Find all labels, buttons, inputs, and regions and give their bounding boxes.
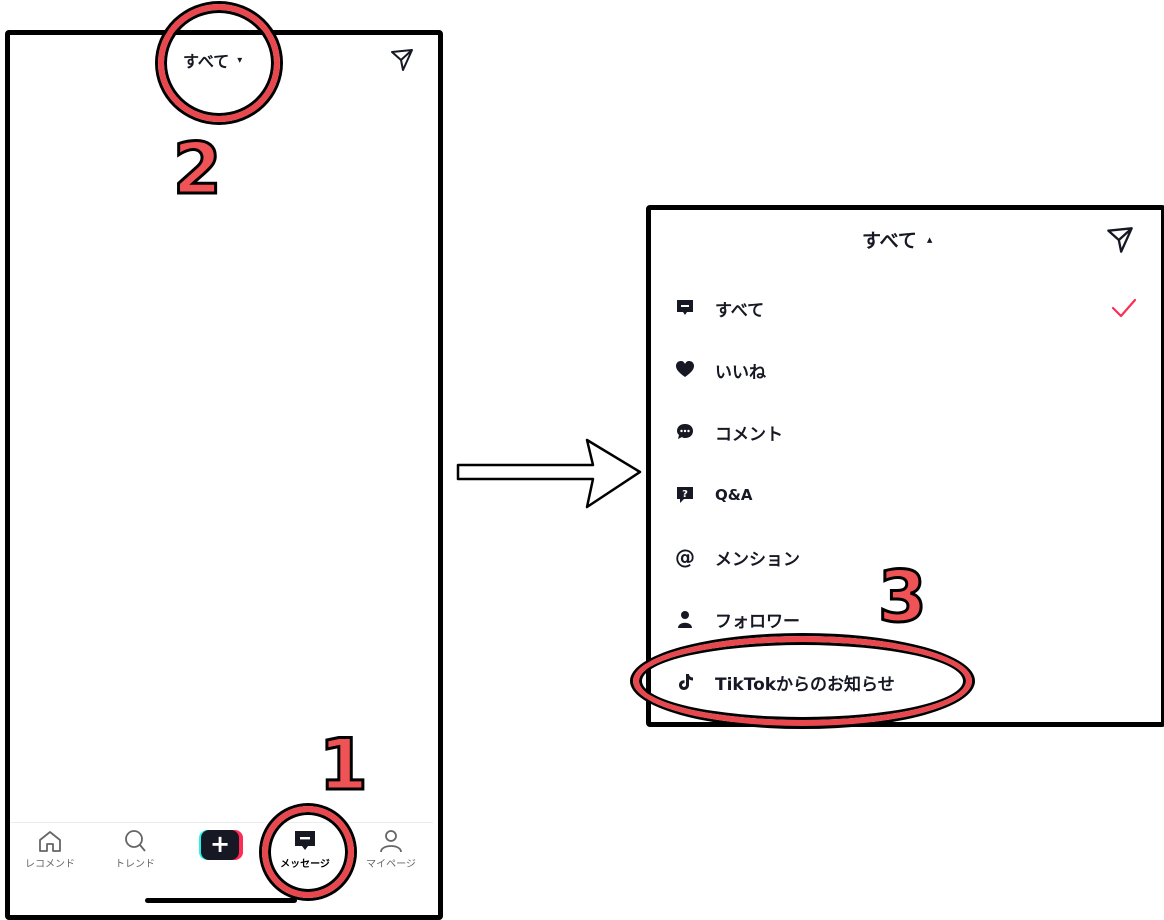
step-number-3: 3 (877, 555, 929, 640)
home-icon (39, 831, 61, 852)
menu-item-all[interactable]: すべて (675, 293, 764, 323)
create-button[interactable]: + (199, 830, 243, 860)
question-icon: ? (675, 485, 695, 505)
profile-icon (380, 830, 402, 853)
tab-mypage-label: マイページ (366, 859, 416, 870)
at-icon: @ (675, 545, 695, 569)
tab-trend[interactable]: トレンド (95, 829, 175, 870)
right-arrow-icon (456, 438, 642, 509)
menu-item-mentions[interactable]: @ メンション (675, 542, 800, 572)
step-number-1: 1 (318, 723, 370, 808)
heart-icon (675, 360, 695, 380)
step-number-2: 2 (172, 127, 224, 212)
send-icon-panel[interactable] (1106, 226, 1134, 254)
menu-item-qa[interactable]: ? Q&A (675, 480, 752, 510)
menu-item-followers[interactable]: フォロワー (675, 604, 800, 634)
tab-mypage[interactable]: マイページ (351, 829, 431, 870)
tab-home[interactable]: レコメンド (10, 829, 90, 870)
menu-item-followers-label: フォロワー (715, 611, 800, 632)
highlight-circle-filter (158, 4, 280, 122)
menu-item-likes-label: いいね (715, 362, 766, 383)
highlight-circle-message-tab (262, 806, 354, 898)
phone-screen-inbox (5, 30, 443, 920)
menu-item-comments[interactable]: コメント (675, 417, 783, 447)
message-icon (675, 298, 695, 318)
filter-dropdown-open[interactable]: すべて ▴ (862, 226, 932, 253)
svg-text:?: ? (682, 489, 688, 500)
chevron-up-icon: ▴ (926, 233, 933, 246)
tab-home-label: レコメンド (25, 859, 75, 870)
search-icon (125, 830, 146, 852)
send-icon[interactable] (390, 48, 414, 72)
home-indicator (145, 898, 297, 903)
person-icon (675, 609, 695, 629)
tab-trend-label: トレンド (115, 859, 155, 870)
filter-title: すべて (862, 230, 917, 252)
plus-icon: + (201, 830, 239, 860)
highlight-ellipse-tiktok-notices (633, 636, 972, 726)
menu-item-mentions-label: メンション (715, 549, 800, 570)
check-icon (1111, 298, 1137, 318)
menu-item-likes[interactable]: いいね (675, 355, 766, 385)
comment-icon (675, 422, 695, 442)
menu-item-comments-label: コメント (715, 424, 783, 445)
menu-item-all-label: すべて (715, 300, 765, 321)
menu-item-qa-label: Q&A (715, 486, 753, 504)
